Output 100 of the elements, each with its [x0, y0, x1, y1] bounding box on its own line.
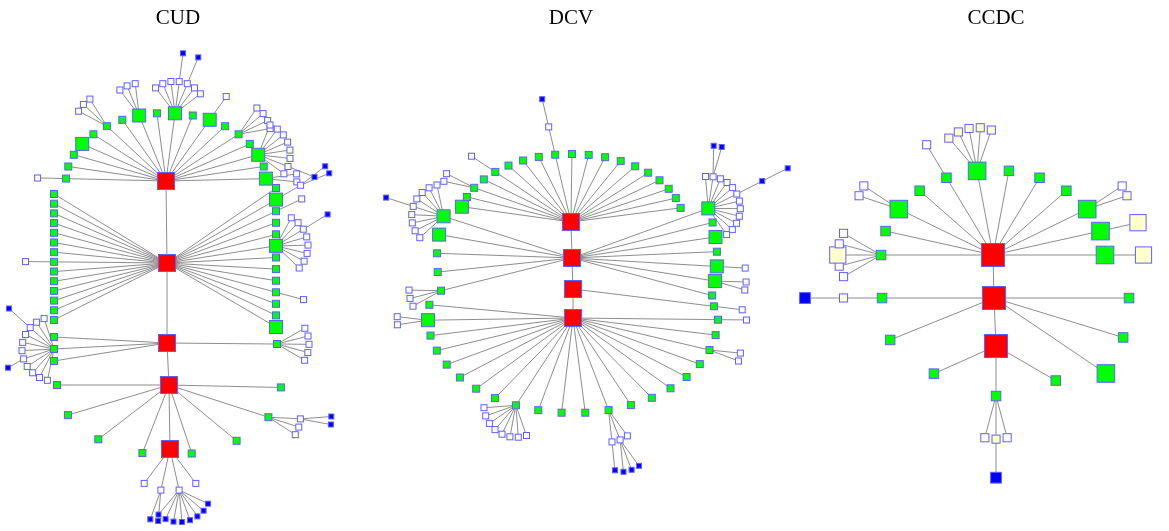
network-node	[608, 438, 616, 446]
edge-line	[497, 408, 514, 428]
hub-node	[982, 286, 1006, 310]
network-node	[269, 238, 283, 253]
network-node	[884, 334, 896, 346]
network-node	[155, 511, 162, 518]
network-node	[405, 286, 413, 294]
edge-line	[57, 266, 159, 310]
network-node	[162, 516, 169, 523]
network-node	[620, 468, 627, 475]
edge-line	[69, 178, 158, 182]
edge-line	[579, 198, 673, 221]
network-node	[287, 214, 295, 222]
edge-line	[959, 135, 974, 163]
network-node	[272, 218, 280, 227]
edge-line	[555, 157, 570, 214]
network-node	[269, 320, 283, 334]
edge-line	[271, 416, 298, 420]
network-node	[291, 431, 299, 439]
network-node	[75, 107, 83, 115]
edge-line	[477, 188, 563, 220]
network-node	[408, 219, 416, 227]
edge-line	[578, 326, 630, 403]
edge-line	[175, 189, 273, 258]
network-node	[455, 373, 464, 382]
hub-node	[161, 440, 179, 458]
edge-line	[437, 187, 443, 211]
network-node	[491, 426, 499, 434]
edge-line	[177, 391, 234, 439]
edge-line	[548, 129, 555, 152]
edge-line	[96, 136, 158, 176]
edge-line	[57, 242, 159, 262]
network-node	[196, 90, 204, 98]
network-node	[479, 175, 488, 184]
network-node	[647, 393, 656, 402]
edge-line	[279, 292, 301, 300]
edge-line	[710, 181, 720, 203]
network-node	[18, 347, 26, 355]
edge-line	[34, 352, 52, 371]
network-node	[222, 93, 230, 101]
network-node	[436, 209, 451, 224]
network-node	[295, 423, 303, 431]
network-node	[272, 311, 280, 320]
network-node	[545, 123, 553, 131]
edge-line	[979, 133, 991, 163]
network-node	[89, 130, 98, 139]
network-node	[604, 406, 613, 415]
edge-line	[279, 220, 291, 240]
edge-line	[580, 258, 711, 267]
edge-line	[714, 189, 731, 204]
edge-line	[412, 291, 438, 299]
network-node	[232, 436, 241, 445]
edge-line	[581, 318, 713, 336]
edge-line	[716, 306, 740, 310]
network-node	[519, 156, 528, 165]
edge-line	[161, 457, 169, 488]
network-node	[293, 178, 301, 186]
edge-line	[280, 344, 306, 353]
edge-line	[40, 177, 64, 179]
edge-line	[510, 408, 516, 435]
edge-line	[57, 195, 159, 259]
edge-line	[57, 343, 159, 350]
network-node	[409, 202, 417, 210]
network-node	[425, 300, 434, 309]
edge-line	[1005, 305, 1098, 369]
network-node	[433, 268, 442, 277]
edge-line	[1004, 232, 1093, 253]
network-node	[272, 288, 280, 297]
edge-line	[57, 266, 159, 319]
edge-line	[992, 266, 995, 287]
edge-line	[572, 157, 589, 214]
network-node	[1096, 364, 1116, 383]
edge-line	[469, 197, 563, 221]
network-node	[784, 165, 791, 172]
network-node	[986, 125, 996, 135]
edge-line	[580, 326, 649, 395]
edge-line	[511, 168, 563, 215]
network-node	[304, 349, 312, 357]
network-node	[1003, 165, 1015, 177]
network-node	[411, 227, 419, 235]
network-node	[743, 316, 750, 324]
network-node	[19, 338, 27, 346]
network-node	[22, 258, 29, 266]
edge-line	[44, 321, 54, 346]
edge-line	[712, 349, 738, 354]
edge-line	[399, 316, 422, 320]
edge-line	[422, 221, 438, 236]
network-node	[708, 218, 717, 227]
network-node	[454, 199, 469, 214]
edge-line	[462, 322, 565, 377]
edge-line	[163, 86, 173, 108]
edge-line	[57, 336, 159, 343]
network-node	[69, 150, 78, 159]
edge-line	[76, 155, 158, 180]
edge-line	[928, 148, 945, 174]
network-node	[523, 432, 530, 439]
network-node	[601, 153, 610, 162]
network-node	[152, 84, 160, 92]
edge-line	[171, 393, 192, 451]
network-node	[967, 161, 987, 181]
